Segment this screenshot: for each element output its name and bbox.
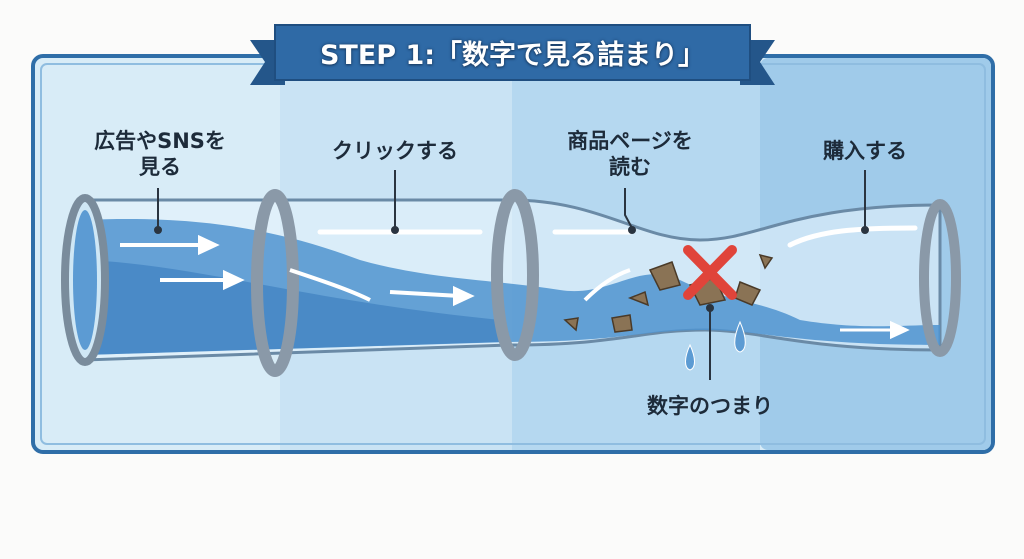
banner-title: STEP 1:「数字で見る詰まり」 bbox=[319, 40, 706, 71]
stage-label-click: クリックする bbox=[332, 139, 458, 163]
title-banner bbox=[250, 24, 775, 85]
leader-lines bbox=[154, 170, 869, 380]
blockage-label: 数字のつまり bbox=[647, 394, 773, 418]
stage-label-ads: 広告やSNSを 見る bbox=[94, 129, 226, 179]
blockage-x-icon bbox=[683, 245, 737, 300]
stage-label-product-page: 商品ページを 読む bbox=[567, 129, 693, 179]
flow-arrows bbox=[120, 234, 910, 340]
stage-label-purchase: 購入する bbox=[823, 139, 907, 163]
